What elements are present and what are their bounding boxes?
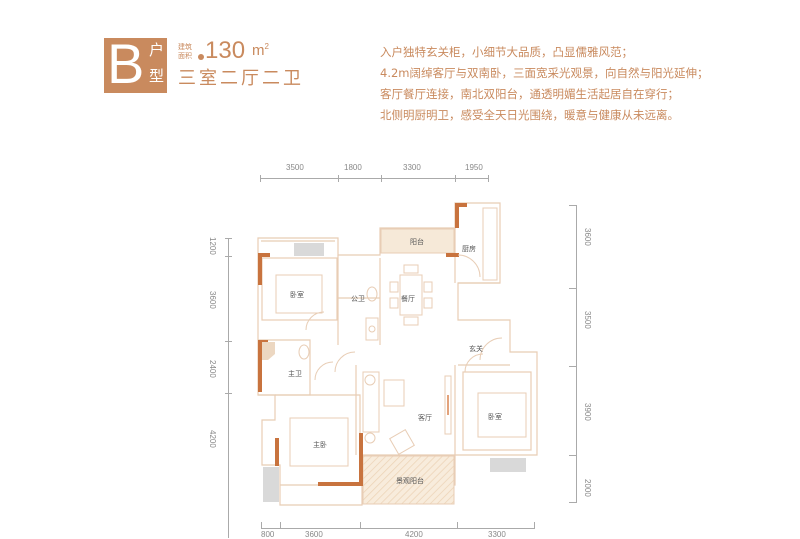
dim-left-2: 3600 (208, 291, 217, 309)
layout-summary: 三室二厅二卫 (178, 68, 304, 89)
dim-left-1: 1200 (208, 237, 217, 255)
area-unit: m2 (252, 42, 269, 59)
dim-top-4: 1950 (465, 163, 483, 172)
unit-type-char-1: 户 (149, 41, 165, 59)
unit-type-badge: B 户 型 (104, 32, 167, 95)
unit-type-char-2: 型 (149, 67, 165, 85)
dim-top-2: 1800 (344, 163, 362, 172)
room-label-bedroom-nw: 卧室 (290, 291, 304, 299)
area-unit-text: m (252, 42, 265, 59)
description-line: 客厅餐厅连接，南北双阳台，通透明媚生活起居自在穿行； (380, 87, 679, 101)
room-label-bedroom-se: 卧室 (488, 413, 502, 421)
room-label-dining: 餐厅 (401, 295, 415, 303)
dim-right-1: 3600 (583, 228, 592, 246)
dim-right-2: 3500 (583, 311, 592, 329)
dim-left-3: 2400 (208, 360, 217, 378)
description: 入户独特玄关柜，小细节大品质，凸显儒雅风范； 4.2m阔绰客厅与双南卧，三面宽采… (380, 42, 710, 126)
description-line: 4.2m阔绰客厅与双南卧，三面宽采光观景，向自然与阳光延伸； (380, 66, 709, 80)
room-label-balcony-north: 阳台 (410, 238, 424, 246)
room-label-living: 客厅 (418, 414, 432, 422)
room-label-master-bedroom: 主卧 (313, 441, 327, 449)
dim-right-4: 2000 (583, 479, 592, 497)
floor-plan-drawing (257, 202, 538, 506)
dim-right-3: 3900 (583, 403, 592, 421)
dim-bottom-1: 800 (261, 530, 275, 539)
description-line: 入户独特玄关柜，小细节大品质，凸显儒雅风范； (380, 45, 633, 59)
floor-plan: 阳台 厨房 卧室 公卫 餐厅 玄关 主卫 客厅 卧室 主卧 景观阳台 (250, 195, 560, 510)
dim-top-1: 3500 (286, 163, 304, 172)
dim-bottom-4: 3300 (488, 530, 506, 539)
unit-type-letter: B (107, 32, 145, 95)
dim-top-3: 3300 (403, 163, 421, 172)
area-dot (198, 54, 204, 60)
room-label-balcony-south: 景观阳台 (396, 477, 424, 485)
area-label: 建筑面积 (178, 43, 192, 60)
dim-bottom-2: 3600 (305, 530, 323, 539)
room-label-kitchen: 厨房 (462, 245, 476, 253)
room-label-foyer: 玄关 (469, 345, 483, 353)
description-line: 北侧明厨明卫，感受全天日光围绕，暖意与健康从未远离。 (380, 108, 679, 122)
room-label-public-bath: 公卫 (351, 295, 365, 303)
room-label-master-bath: 主卫 (288, 370, 302, 378)
dim-bottom-3: 4200 (405, 530, 423, 539)
area-value: 130 (205, 37, 246, 64)
area-unit-sup: 2 (264, 42, 269, 51)
dim-left-4: 4200 (208, 430, 217, 448)
